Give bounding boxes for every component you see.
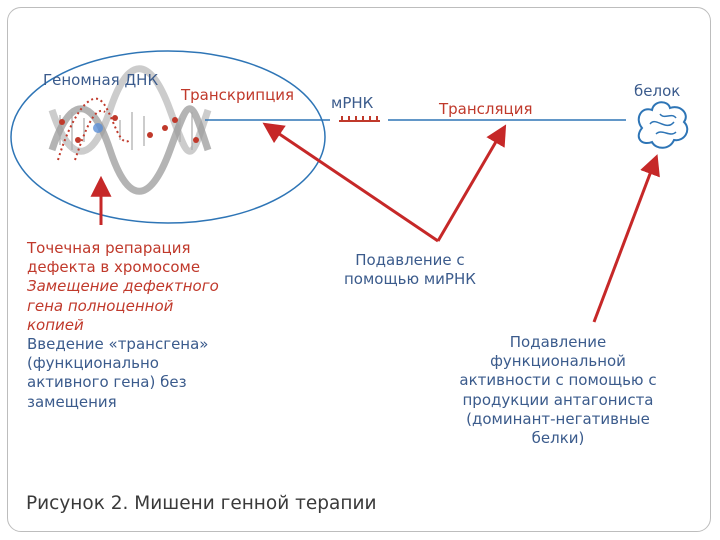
figure-caption: Рисунок 2. Мишени генной терапии bbox=[26, 493, 377, 514]
genomic-dna-label: Геномная ДНК bbox=[43, 71, 159, 89]
arrow-mirna-to-transcription bbox=[262, 122, 439, 243]
antagonist-line-1: Подавление bbox=[509, 333, 607, 351]
replacement-line-2: гена полноценной bbox=[27, 296, 174, 315]
antagonist-line-6: белки) bbox=[531, 428, 585, 447]
replacement-line-3: копией bbox=[27, 315, 84, 334]
mirna-text-block: Подавление с помощью миРНК bbox=[344, 251, 476, 289]
mrna-label: мРНК bbox=[331, 94, 374, 112]
arrow-mirna-to-translation bbox=[436, 124, 507, 242]
translation-label: Трансляция bbox=[439, 100, 533, 118]
protein-icon bbox=[637, 101, 689, 149]
replacement-line-1: Замещение дефектного bbox=[27, 277, 219, 296]
transgene-line-3: активного гена) без bbox=[27, 373, 187, 392]
transcription-label: Транскрипция bbox=[181, 86, 295, 104]
repair-line-2: дефекта в хромосоме bbox=[27, 258, 201, 277]
mrna-icon bbox=[339, 116, 380, 122]
antagonist-line-5: (доминант-негативные bbox=[466, 409, 650, 428]
mirna-line-2: помощью миРНК bbox=[344, 270, 476, 289]
antagonist-line-4: продукции антагониста bbox=[462, 390, 654, 409]
repair-line-1: Точечная репарация bbox=[27, 239, 191, 257]
transgene-line-1: Введение «трансгена» bbox=[27, 334, 209, 353]
transgene-line-4: замещения bbox=[27, 392, 117, 411]
antagonist-line-2: функциональной bbox=[490, 352, 626, 371]
dna-helix-icon bbox=[48, 65, 212, 195]
nucleus-ellipse bbox=[10, 50, 326, 224]
protein-label: белок bbox=[634, 82, 681, 100]
antagonist-text-block: Подавление функциональной активности с п… bbox=[440, 333, 676, 448]
transgene-line-2: (функционально bbox=[27, 354, 159, 373]
arrow-antagonist bbox=[592, 154, 660, 323]
antagonist-line-3: активности с помощью с bbox=[459, 371, 657, 390]
mirna-line-1: Подавление с bbox=[355, 251, 465, 269]
left-text-block: Точечная репарация дефекта в хромосоме З… bbox=[27, 239, 219, 412]
slide-frame bbox=[7, 7, 711, 532]
